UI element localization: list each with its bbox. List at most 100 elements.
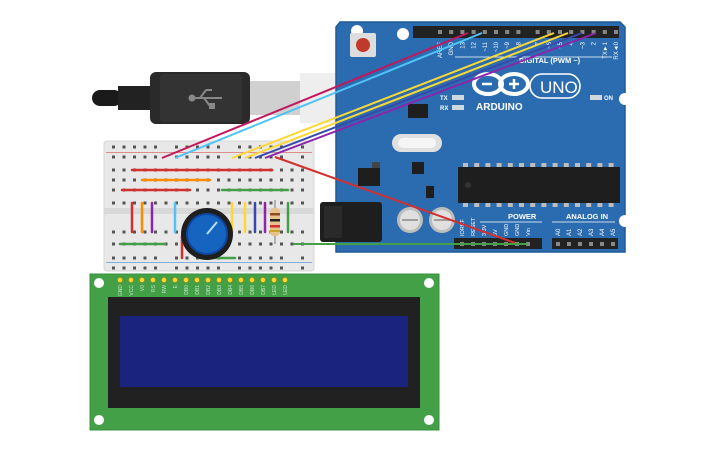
power-pin-label: 5V [493, 229, 499, 236]
breadboard-hole [248, 178, 252, 182]
breadboard-hole [238, 201, 241, 205]
wire-yellow [244, 32, 569, 159]
lcd-pin-label: DB1 [195, 285, 201, 295]
header-pin [460, 30, 465, 34]
header-pin [494, 30, 498, 34]
potentiometer[interactable] [181, 208, 233, 260]
header-pin [438, 30, 442, 34]
power-pin-label: IOREF [460, 219, 466, 236]
mount-hole [397, 28, 409, 40]
breadboard-hole [175, 242, 178, 246]
breadboard-hole [196, 155, 199, 159]
analog-pin-label: A1 [567, 228, 573, 236]
wires [161, 32, 597, 245]
mount-hole [94, 278, 104, 288]
breadboard-hole [112, 230, 115, 234]
breadboard-hole [269, 201, 273, 205]
digital-pin-label: GND [449, 41, 455, 55]
breadboard-hole [133, 178, 136, 182]
digital-pin-label: RX◄0 [614, 41, 620, 59]
tx-label: TX [440, 96, 448, 102]
brand-label: ARDUINO [476, 102, 523, 113]
digital-pin-label: 8 [516, 41, 522, 45]
breadboard-hole [238, 178, 241, 182]
analog-pin-label: A0 [556, 228, 562, 236]
header-pin [591, 30, 596, 34]
lcd-pin-label: DB2 [206, 285, 212, 295]
breadboard-hole [143, 145, 147, 149]
header-pin [516, 30, 521, 34]
rx-label: RX [440, 106, 448, 112]
breadboard-hole [112, 178, 115, 182]
breadboard-hole [154, 230, 157, 234]
analog-pin-label: A2 [578, 228, 584, 236]
lcd-pin [216, 277, 222, 283]
breadboard-hole [301, 145, 304, 149]
breadboard-hole [280, 178, 283, 182]
reset-button[interactable] [350, 33, 376, 57]
analog-pin-label: A4 [600, 228, 606, 236]
breadboard-hole [133, 201, 136, 205]
on-led [590, 95, 602, 100]
breadboard-hole [259, 242, 262, 246]
digital-pin-label: 2 [592, 41, 598, 45]
breadboard-hole [290, 242, 294, 246]
digital-pin-label: ~11 [483, 41, 489, 51]
breadboard-hole [301, 201, 304, 205]
power-pin-label: RESET [471, 217, 477, 236]
breadboard-hole [122, 178, 126, 182]
breadboard-hole [290, 188, 294, 192]
breadboard-hole [301, 155, 304, 159]
breadboard-hole [217, 188, 220, 192]
lcd-pin-label: DB3 [217, 285, 223, 295]
lcd-pin [271, 277, 277, 283]
mount-hole [424, 415, 434, 425]
uno-badge: UNO [529, 73, 581, 99]
lcd-pin-label: DB6 [250, 285, 256, 295]
digital-pin-label: ~3 [580, 41, 586, 49]
digital-pin-label: TX►1 [603, 41, 609, 59]
digital-pin-label: 12 [472, 41, 478, 48]
breadboard-hole [143, 201, 147, 205]
power-pin-label: GND [504, 224, 510, 236]
header-pin [600, 242, 604, 246]
breadboard-hole [217, 145, 220, 149]
breadboard-hole [185, 155, 189, 159]
digital-pin-label: 13 [460, 41, 466, 48]
breadboard-hole [154, 145, 157, 149]
analog-pin-label: A3 [589, 228, 595, 236]
breadboard-hole [248, 242, 252, 246]
breadboard-hole [259, 230, 262, 234]
breadboard-hole [154, 155, 157, 159]
breadboard-hole [217, 178, 220, 182]
breadboard-hole [143, 155, 147, 159]
breadboard-hole [122, 230, 126, 234]
header-pin [602, 30, 607, 34]
power-label: POWER [508, 212, 537, 221]
mount-hole [94, 415, 104, 425]
breadboard-hole [206, 155, 210, 159]
header-pin [505, 30, 510, 34]
breadboard-hole [112, 266, 115, 270]
breadboard-hole [122, 155, 126, 159]
header-pin [449, 30, 454, 34]
header-pin [526, 242, 530, 246]
lcd-pin-label: DB0 [184, 285, 190, 295]
breadboard-hole [290, 201, 294, 205]
breadboard-hole [185, 201, 189, 205]
breadboard-hole [112, 145, 115, 149]
on-label: ON [604, 96, 613, 102]
lcd-pin [249, 277, 255, 283]
breadboard-hole [248, 201, 252, 205]
breadboard-hole [269, 256, 273, 260]
header-pin [569, 30, 574, 34]
lcd-pin-label: VCC [129, 285, 135, 296]
header-pin [614, 30, 618, 34]
breadboard-hole [143, 266, 147, 270]
breadboard-hole [133, 256, 136, 260]
breadboard-hole [301, 256, 304, 260]
breadboard-hole [122, 145, 126, 149]
